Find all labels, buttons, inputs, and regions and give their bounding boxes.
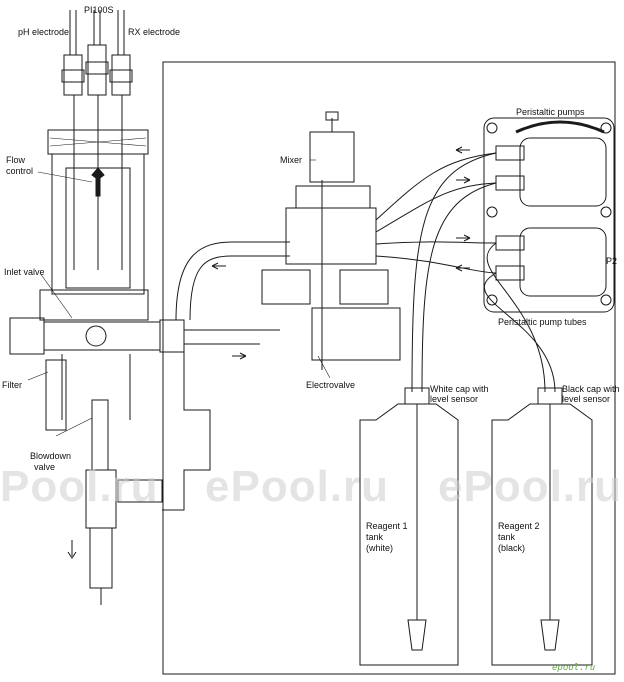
blowdown-label-2: valve xyxy=(34,462,56,472)
rx-electrode-label: RX electrode xyxy=(128,27,181,37)
blowdown-label-1: Blowdown xyxy=(30,451,72,461)
filter-label: Filter xyxy=(2,380,22,390)
reagent1-label-1: Reagent 1 xyxy=(366,521,408,531)
brand-logo-text: epool.ru xyxy=(552,663,596,673)
brand-logo: epool.ru xyxy=(552,657,618,673)
p2-label: P2 xyxy=(606,256,618,266)
reagent1-label-2: tank xyxy=(366,532,384,542)
inlet-manifold xyxy=(9,317,185,471)
pump-p1 xyxy=(519,137,607,207)
white-cap-label-2: level sensor xyxy=(430,394,479,404)
white-cap-label-1: White cap with xyxy=(430,384,489,394)
reagent2-label-3: (black) xyxy=(498,543,526,553)
drain-assembly xyxy=(67,352,211,605)
peristaltic-pump-unit xyxy=(483,117,615,313)
mixer-label: Mixer xyxy=(280,155,302,165)
reagent-tank-1 xyxy=(359,387,459,666)
reagent2-label-1: Reagent 2 xyxy=(498,521,540,531)
reagent1-label-3: (white) xyxy=(366,543,394,553)
pump-p2 xyxy=(519,227,607,297)
reagent-tank-2 xyxy=(491,387,593,666)
peristaltic-pumps-label: Peristaltic pumps xyxy=(516,107,585,117)
flow-cell xyxy=(39,95,149,321)
black-cap-label-2: level sensor xyxy=(562,394,611,404)
electrode-set xyxy=(61,10,133,96)
watermark-1: Pool.ru xyxy=(0,462,159,511)
pi100s-label: PI100S xyxy=(84,5,114,15)
black-cap-label-1: Black cap with xyxy=(562,384,620,394)
mounting-panel xyxy=(162,61,616,675)
ph-electrode-label: pH electrode xyxy=(18,27,70,37)
mixer-assembly xyxy=(261,111,401,370)
watermark-2: ePool.ru xyxy=(205,462,390,511)
peristaltic-pump-tubes-label: Peristaltic pump tubes xyxy=(498,317,587,327)
inlet-valve-label: Inlet valve xyxy=(4,267,45,277)
flow-control-label-2: control xyxy=(6,166,34,176)
electrovalve-label: Electrovalve xyxy=(306,380,356,390)
watermark-3: ePool.ru xyxy=(438,462,623,511)
electrovalve-body xyxy=(311,307,401,361)
reagent2-label-2: tank xyxy=(498,532,516,542)
flow-control-label-1: Flow xyxy=(6,155,26,165)
